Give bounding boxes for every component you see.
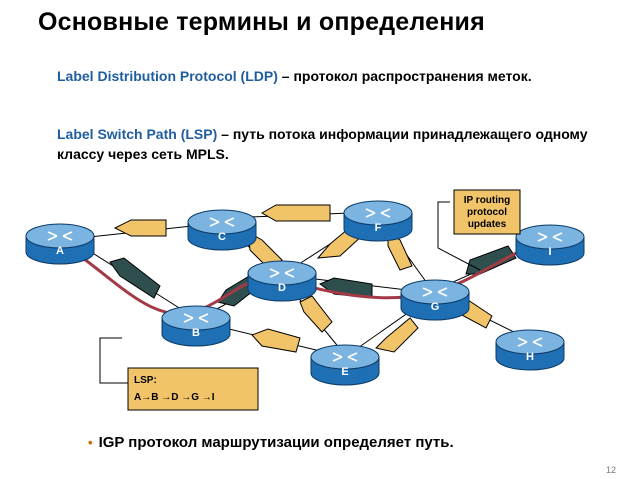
- callout-line: IP routing: [464, 195, 510, 206]
- router-icon: [209, 217, 235, 227]
- ldp-arrows: [113, 204, 493, 353]
- definition-term: Label Switch Path (LSP): [57, 126, 218, 142]
- lsp-arrow-g-i: [465, 245, 517, 275]
- router-label: A: [56, 245, 64, 257]
- router-label: E: [341, 366, 348, 378]
- ldp-arrow-e-b: [251, 328, 301, 353]
- page-title: Основные термины и определения: [38, 8, 485, 36]
- router-icon: [517, 337, 543, 347]
- router-label: H: [526, 351, 534, 363]
- lsp-callout: LSP: A→B →D →G →I: [99, 337, 259, 411]
- router-icon: [365, 208, 391, 218]
- router-h: H: [495, 329, 565, 371]
- ldp-arrow-c-a: [113, 219, 167, 237]
- bullet-icon: •: [88, 435, 93, 450]
- router-label: I: [548, 246, 551, 258]
- router-icon: [183, 313, 209, 323]
- router-e: E: [310, 344, 380, 386]
- lsp-callout-path: A→B →D →G →I: [134, 392, 215, 403]
- definition-text: – путь потока информации принадлежащего …: [57, 126, 588, 162]
- definition-lsp: Label Switch Path (LSP) – путь потока ин…: [57, 124, 617, 164]
- router-label: C: [218, 231, 226, 243]
- router-icon: [47, 231, 73, 241]
- router-icon: [537, 232, 563, 242]
- router-c: C: [187, 209, 257, 251]
- router-d: D: [247, 260, 317, 302]
- router-b: B: [161, 305, 231, 347]
- definition-term: Label Distribution Protocol (LDP): [57, 68, 278, 84]
- routers-layer: A B C D E F G H I: [25, 200, 585, 386]
- ldp-arrow-e-d: [299, 295, 333, 333]
- router-label: B: [192, 327, 200, 339]
- router-icon: [422, 287, 448, 297]
- page-number: 12: [605, 465, 616, 475]
- ldp-arrow-f-c: [260, 204, 331, 222]
- router-label: D: [278, 282, 286, 294]
- callout-line: updates: [468, 219, 507, 230]
- bullet-point: • IGP протокол маршрутизации определяет п…: [88, 434, 454, 451]
- ip-routing-callout: IP routing protocol updates: [437, 189, 521, 271]
- router-label: G: [431, 301, 440, 313]
- definition-text: – протокол распространения меток.: [277, 68, 532, 84]
- router-f: F: [343, 200, 413, 242]
- router-label: F: [375, 222, 382, 234]
- definition-ldp: Label Distribution Protocol (LDP) – прот…: [57, 66, 617, 86]
- callout-line: protocol: [467, 207, 507, 218]
- bullet-text: IGP протокол маршрутизации определяет пу…: [98, 434, 454, 451]
- router-icon: [269, 268, 295, 278]
- lsp-arrow-a-b: [109, 257, 161, 299]
- router-a: A: [25, 223, 95, 265]
- lsp-callout-title: LSP:: [134, 375, 157, 386]
- ldp-arrow-g-e: [375, 317, 419, 353]
- router-icon: [332, 352, 358, 362]
- router-i: I: [515, 224, 585, 266]
- router-g: G: [400, 279, 470, 321]
